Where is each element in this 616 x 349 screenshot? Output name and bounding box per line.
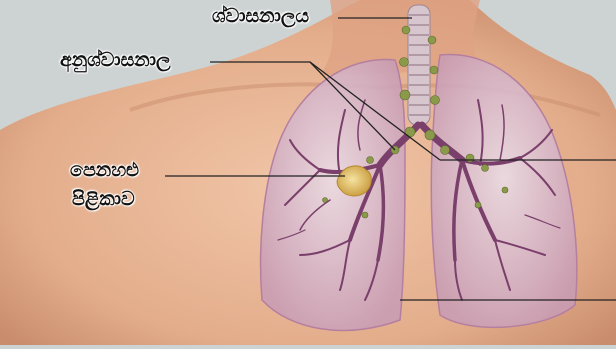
trachea [408,5,430,125]
bronchi-label: අනුශ්වාසනාල [60,50,170,72]
lung-cancer-label-line2: පිළිකාව [72,189,135,211]
trachea-label: ශ්වාසනාලය [212,6,309,28]
lung-cancer-label-line1: පෙනහළු [70,160,139,182]
